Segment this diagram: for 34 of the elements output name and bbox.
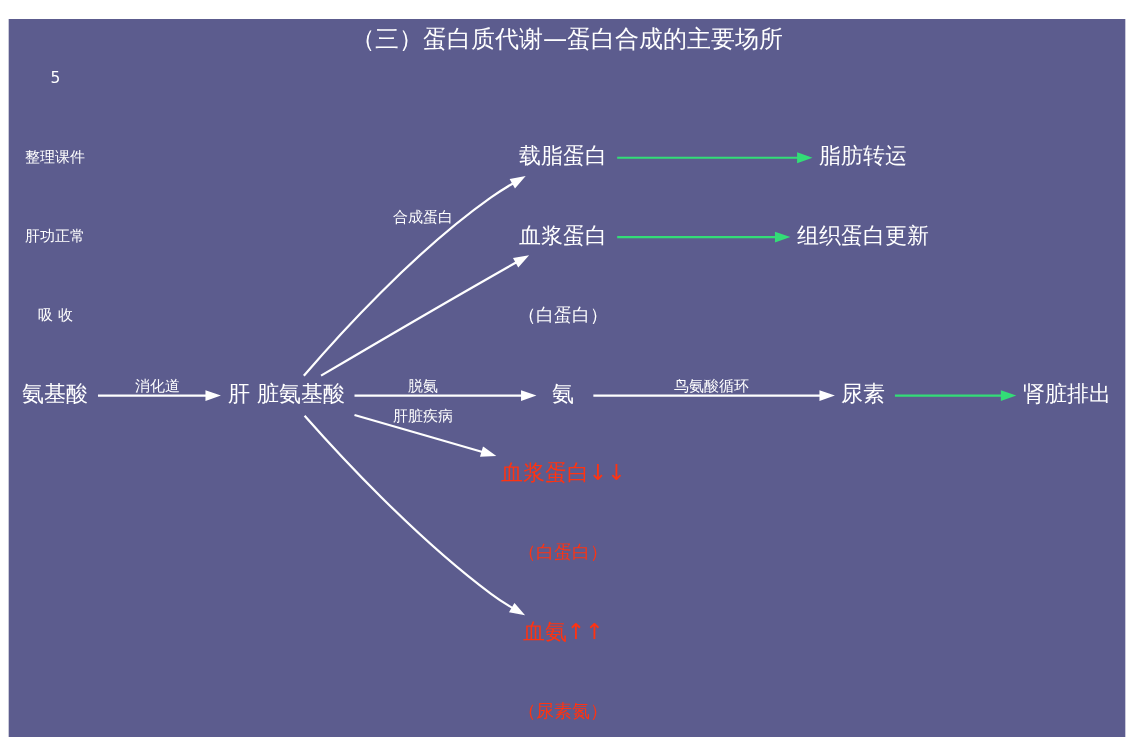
edge-label: 合成蛋白 — [392, 207, 453, 226]
arrow — [894, 390, 1017, 401]
edge-label: 脱氨 — [407, 377, 438, 396]
label: 5 — [50, 68, 61, 87]
arrow — [593, 390, 835, 401]
edge-label: 消化道 — [135, 377, 181, 396]
arrow — [354, 413, 497, 457]
arrow — [320, 255, 530, 377]
arrow — [303, 414, 526, 616]
node-text: 血氨↑↑ — [522, 618, 604, 644]
edge-label: 鸟氨酸循环 — [673, 377, 749, 396]
node-text: 肾脏排出 — [1022, 381, 1111, 407]
arrow — [617, 231, 791, 243]
label: 肝功正常 — [25, 227, 86, 246]
node-label: （白蛋白） — [518, 304, 609, 325]
arrow — [617, 152, 813, 164]
node-text: 氨 — [552, 381, 575, 407]
node-text: 肝 脏氨基酸 — [227, 381, 345, 407]
node-text: 脂肪转运 — [819, 143, 908, 169]
node-label: （尿素氮） — [518, 700, 609, 721]
node-text: 载脂蛋白 — [519, 143, 608, 169]
diagram-title: （三）蛋白质代谢—蛋白合成的主要场所 — [350, 25, 784, 54]
edge-label: 肝脏疾病 — [392, 407, 453, 426]
node-text: 血浆蛋白↓↓ — [500, 460, 626, 486]
node-text: 尿素 — [841, 381, 886, 407]
node-text: 组织蛋白更新 — [797, 222, 930, 248]
arrow — [303, 176, 526, 377]
node-text: 氨基酸 — [22, 381, 89, 407]
node-text: 血浆蛋白 — [519, 222, 608, 248]
node-label: （白蛋白） — [518, 542, 609, 563]
arrow — [354, 390, 537, 401]
label: 吸 收 — [38, 306, 73, 325]
arrow — [97, 390, 221, 401]
label: 整理课件 — [25, 147, 86, 166]
